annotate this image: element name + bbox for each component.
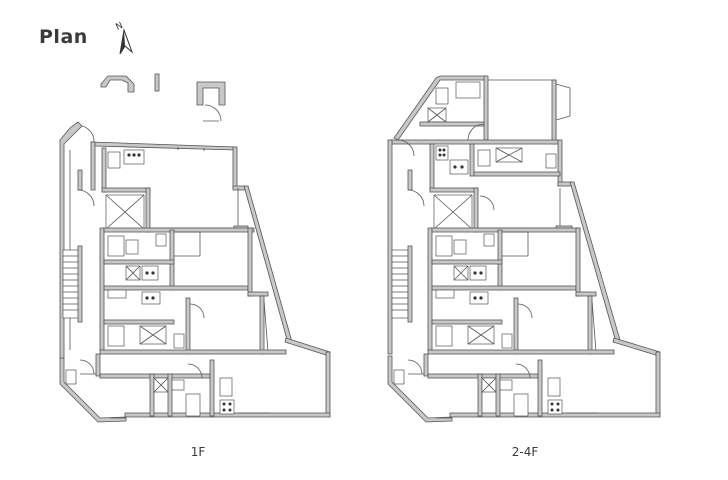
plan-title: Plan [39, 26, 88, 48]
floor-label-1f: 1F [190, 445, 206, 459]
north-letter: N [114, 21, 124, 33]
floor-label-2-4f: 2-4F [511, 445, 539, 459]
north-compass-icon: N [114, 21, 134, 55]
